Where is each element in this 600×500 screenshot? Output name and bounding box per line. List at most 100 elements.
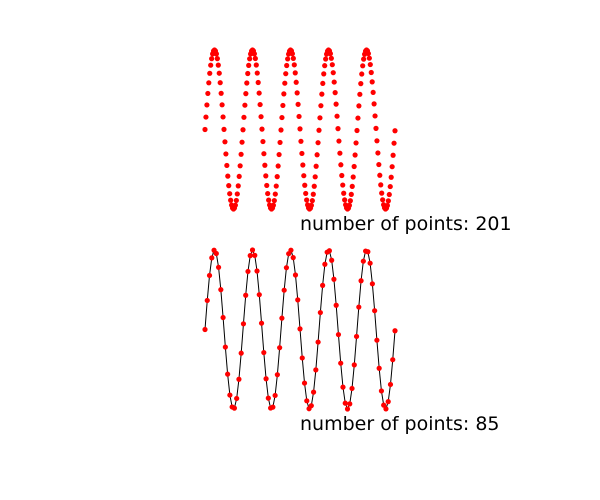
data-point — [203, 114, 209, 120]
data-point — [253, 62, 259, 68]
data-point — [358, 81, 364, 87]
data-point — [215, 264, 222, 270]
data-point — [236, 173, 242, 180]
data-point — [374, 138, 380, 144]
data-point — [290, 255, 296, 261]
data-point — [292, 70, 298, 76]
data-point — [380, 197, 386, 203]
data-point — [322, 261, 328, 267]
data-point — [254, 268, 260, 274]
data-point — [247, 253, 253, 259]
data-point — [256, 90, 262, 96]
data-point — [279, 315, 285, 321]
data-point — [235, 183, 241, 189]
data-point — [385, 399, 391, 405]
data-point — [277, 345, 283, 351]
data-point — [390, 152, 396, 158]
data-point — [275, 163, 281, 169]
data-point — [278, 127, 284, 133]
data-point — [341, 190, 347, 196]
data-point — [351, 163, 357, 170]
data-point — [315, 339, 321, 345]
data-point — [376, 365, 382, 371]
data-point — [237, 163, 243, 169]
data-point — [282, 80, 288, 86]
data-point — [301, 173, 307, 179]
data-point — [204, 297, 210, 304]
data-point — [340, 384, 346, 390]
data-point — [217, 80, 223, 86]
data-point — [303, 190, 309, 197]
data-point — [220, 114, 226, 120]
data-point — [279, 114, 285, 121]
data-point — [225, 173, 231, 179]
data-point — [258, 114, 264, 120]
data-point — [309, 198, 315, 204]
data-point — [293, 79, 299, 85]
data-point — [241, 114, 247, 120]
data-point — [392, 328, 398, 334]
data-point — [289, 51, 295, 57]
data-point — [368, 69, 374, 76]
data-point — [304, 398, 310, 404]
data-point — [311, 183, 317, 189]
data-point — [367, 260, 373, 266]
data-point — [383, 406, 389, 412]
data-point — [239, 139, 245, 145]
data-point — [227, 392, 233, 398]
data-point — [366, 55, 372, 61]
data-point — [205, 90, 211, 97]
data-point — [298, 138, 304, 144]
series-points-top — [202, 47, 398, 212]
data-point — [331, 79, 337, 85]
data-point — [357, 91, 363, 97]
data-point — [261, 349, 267, 356]
data-point — [340, 182, 346, 188]
data-point — [326, 248, 332, 254]
data-point — [310, 191, 316, 197]
data-point — [373, 125, 379, 131]
data-point — [220, 314, 226, 321]
data-point — [308, 202, 314, 208]
data-point — [350, 174, 356, 180]
data-point — [318, 103, 324, 109]
data-point — [333, 101, 339, 107]
data-point — [227, 191, 233, 197]
data-point — [234, 395, 240, 402]
data-point — [384, 202, 390, 209]
data-point — [367, 61, 373, 68]
data-point — [226, 183, 232, 189]
data-point — [338, 162, 344, 168]
data-point — [327, 51, 333, 57]
data-point — [349, 385, 355, 392]
data-point — [271, 197, 277, 204]
series-points-bottom — [202, 247, 398, 412]
data-point — [216, 70, 222, 76]
data-point — [252, 55, 258, 62]
data-point — [332, 90, 338, 96]
data-point — [213, 51, 219, 57]
data-point — [390, 357, 396, 363]
data-point — [245, 268, 251, 275]
data-point — [281, 91, 287, 97]
data-point — [313, 367, 319, 373]
data-point — [283, 71, 289, 77]
data-point — [360, 63, 366, 69]
data-point — [351, 362, 357, 368]
data-point — [335, 126, 341, 132]
data-point — [290, 55, 296, 62]
data-point — [387, 381, 394, 388]
data-point — [360, 258, 366, 264]
annotation-top-point-count: number of points: 201 — [300, 213, 512, 235]
data-point — [256, 292, 262, 298]
data-point — [370, 89, 376, 96]
data-point — [335, 331, 342, 338]
data-point — [202, 126, 208, 133]
data-point — [243, 292, 249, 298]
data-point — [245, 70, 251, 77]
data-point — [231, 405, 237, 411]
data-point — [320, 282, 326, 288]
data-point — [266, 197, 272, 203]
data-point — [258, 320, 265, 326]
